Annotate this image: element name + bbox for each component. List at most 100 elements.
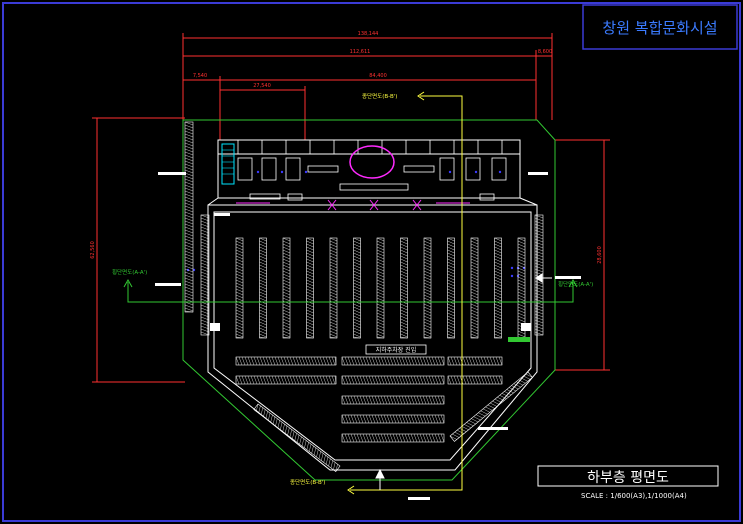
stall-column-hatch	[353, 282, 361, 287]
stall-column-hatch	[282, 321, 291, 326]
stall-column-hatch	[259, 306, 267, 311]
stall-column-hatch	[376, 237, 385, 242]
stall-column-hatch	[447, 237, 455, 242]
left-outer-wall-hatch	[184, 169, 194, 174]
stall-column-hatch	[306, 294, 314, 299]
stall-row-hatch	[395, 356, 400, 366]
stall-column-hatch	[329, 312, 338, 317]
stall-row-hatch	[489, 356, 494, 366]
stall-row-hatch	[359, 414, 364, 424]
diagonal-stall-left-hatch	[299, 436, 302, 445]
stall-column-hatch	[400, 321, 408, 326]
stall-row-hatch	[262, 356, 267, 366]
stall-column-hatch	[447, 270, 455, 275]
blue-markers	[186, 170, 526, 278]
stall-column-hatch	[235, 282, 244, 287]
stall-row-hatch	[419, 433, 424, 443]
stall-column-hatch	[282, 237, 291, 242]
stall-column-hatch	[282, 261, 291, 266]
left-outer-wall-hatch	[184, 205, 194, 210]
stall-column-hatch	[376, 336, 385, 339]
upper-rooms	[237, 157, 507, 201]
stall-column-hatch	[376, 318, 385, 323]
stall-row-hatch	[428, 414, 433, 424]
stall-column-hatch	[376, 252, 385, 257]
stall-column-hatch	[376, 285, 385, 290]
stall-column	[353, 237, 361, 339]
diagonal-stall-left-hatch	[275, 418, 278, 427]
right-inner-wall-hatch	[534, 238, 544, 243]
stall-column-hatch	[470, 273, 479, 278]
stall-column-hatch	[494, 321, 502, 326]
stall-column-hatch	[376, 306, 385, 311]
diagonal-stall-left-hatch	[311, 445, 314, 454]
left-inner-wall-hatch	[200, 283, 210, 288]
stall-row-hatch	[410, 356, 415, 366]
stall-column-hatch	[494, 282, 502, 287]
stall-column-hatch	[470, 240, 479, 245]
stall-column-hatch	[235, 243, 244, 248]
stall-column-hatch	[259, 330, 267, 335]
left-outer-wall-hatch	[184, 229, 194, 234]
stall-row-hatch	[380, 414, 385, 424]
stall-row-hatch	[271, 375, 276, 385]
stall-column-hatch	[376, 309, 385, 314]
stall-column-hatch	[235, 270, 244, 275]
stall-row-hatch	[301, 356, 306, 366]
diagonal-stall-right-hatch	[478, 412, 486, 417]
stall-column-hatch	[447, 306, 455, 311]
stall-column-hatch	[282, 243, 291, 248]
stall-column-hatch	[235, 327, 244, 332]
stall-row-hatch	[422, 433, 427, 443]
stall-row-hatch	[325, 356, 330, 366]
left-outer-wall-hatch	[184, 130, 194, 135]
left-inner-wall-hatch	[200, 286, 210, 291]
stall-row-hatch	[259, 356, 264, 366]
diagonal-stall-left-hatch	[292, 431, 295, 439]
right-inner-wall-hatch	[534, 253, 544, 258]
left-inner-wall-hatch	[200, 241, 210, 246]
stall-column-hatch	[517, 258, 526, 263]
stall-row-hatch	[347, 356, 352, 366]
diagonal-stall-right-hatch	[466, 422, 474, 427]
stall-row-hatch	[422, 395, 427, 405]
left-outer-wall-hatch	[184, 262, 194, 267]
stall-column-hatch	[400, 279, 408, 284]
stall-row-hatch	[368, 356, 373, 366]
stall-row-hatch	[307, 356, 312, 366]
stall-column-hatch	[235, 336, 244, 339]
stall-row-hatch	[250, 356, 255, 366]
left-inner-wall-hatch	[200, 232, 210, 237]
right-inner-wall-hatch	[534, 319, 544, 324]
stall-column-hatch	[306, 315, 314, 320]
stall-row-hatch	[368, 375, 373, 385]
stall-row-hatch	[310, 375, 315, 385]
stall-column-hatch	[306, 333, 314, 338]
stall-column-hatch	[494, 279, 502, 284]
stall-column-hatch	[306, 261, 314, 266]
stall-column-hatch	[494, 318, 502, 323]
stall-row-hatch	[492, 356, 497, 366]
stall-row-hatch	[398, 375, 403, 385]
stall-column-hatch	[306, 285, 314, 290]
diagonal-stall-left-hatch	[335, 464, 338, 472]
stall-column-hatch	[329, 321, 338, 326]
stall-column-hatch	[470, 267, 479, 272]
stall-column-hatch	[494, 258, 502, 263]
left-outer-wall-hatch	[184, 244, 194, 249]
stall-row	[235, 375, 337, 385]
stall-column-hatch	[376, 288, 385, 293]
stall-row-hatch	[456, 375, 461, 385]
stall-column-hatch	[470, 252, 479, 257]
stall-column-hatch	[259, 237, 267, 242]
left-outer-wall-hatch	[184, 220, 194, 225]
section-line-b	[347, 91, 463, 495]
stall-column-hatch	[259, 249, 267, 254]
stall-row-hatch	[371, 375, 376, 385]
stall-column-hatch	[447, 249, 455, 254]
stall-row-hatch	[440, 395, 445, 405]
stall-column-hatch	[447, 315, 455, 320]
left-outer-wall-hatch	[184, 187, 194, 192]
section-label-left: 횡단면도(A-A')	[112, 268, 147, 276]
stall-row-hatch	[440, 356, 445, 366]
